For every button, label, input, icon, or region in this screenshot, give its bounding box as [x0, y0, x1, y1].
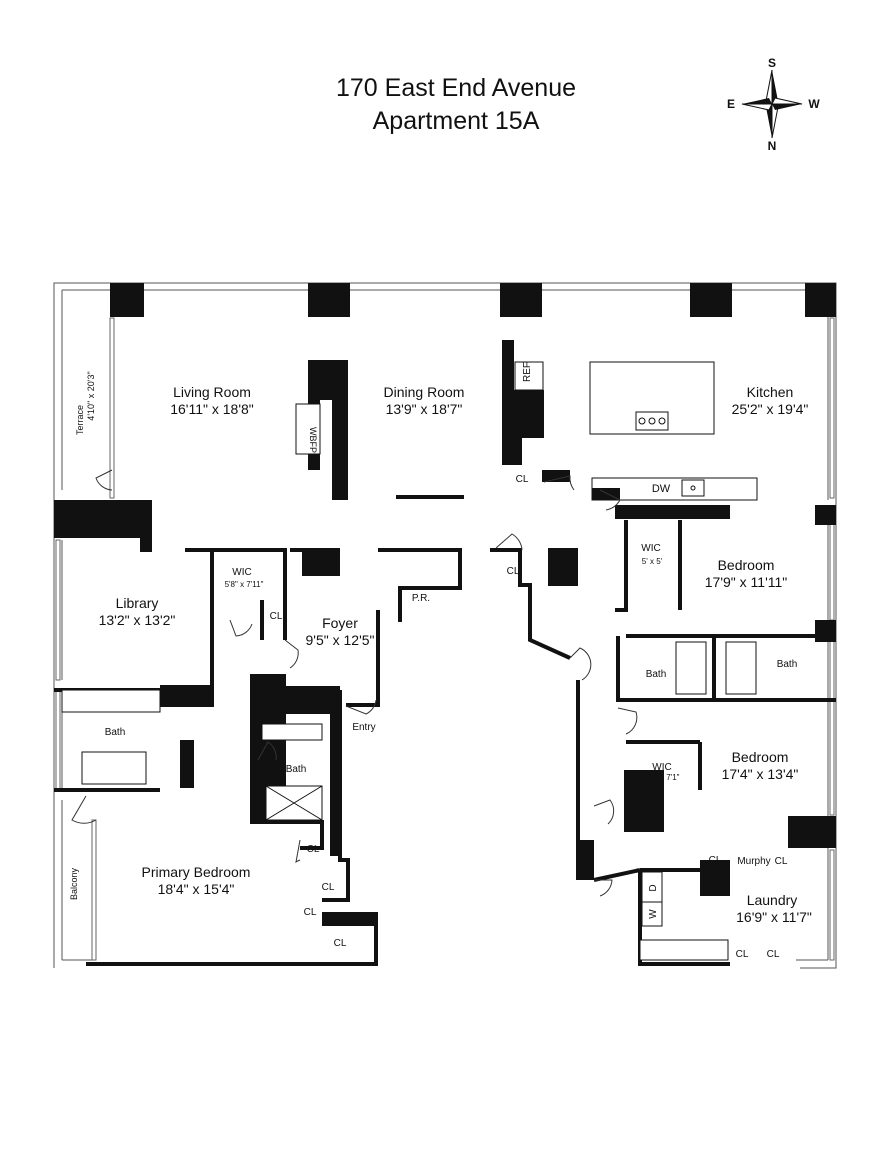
door-swings [71, 469, 638, 897]
kitchen-closet-label: CL [516, 474, 529, 485]
wic-3-label: WIC [652, 762, 671, 773]
wic-3-dimensions: 4'6" x 7'1" [645, 773, 680, 782]
dining-room-dimensions: 13'9" x 18'7" [386, 401, 463, 417]
primary-closet-4-label: CL [334, 938, 347, 949]
dishwasher-label: DW [652, 483, 671, 495]
bath-bedroom-2-label: Bath [777, 659, 798, 670]
wbfp-label: WBFP [308, 427, 318, 453]
laundry-label: Laundry [747, 892, 798, 908]
compass-e: E [727, 97, 735, 111]
primary-closet-1-label: CL [307, 844, 320, 855]
balcony-label: Balcony [69, 867, 79, 900]
terrace-dimensions: 4'10" x 20'3" [86, 371, 96, 420]
bedroom-2-label: Bedroom [732, 749, 789, 765]
primary-bath-label: Bath [105, 727, 126, 738]
laundry-closet-2-label: CL [767, 949, 780, 960]
wic-1-dimensions: 5'8" x 7'11" [225, 580, 264, 589]
wic-2-label: WIC [641, 543, 660, 554]
entry-label: Entry [352, 722, 375, 733]
foyer-closet-label: CL [507, 566, 520, 577]
laundry-dimensions: 16'9" x 11'7" [736, 909, 812, 925]
kitchen-dimensions: 25'2" x 19'4" [732, 401, 809, 417]
library-closet-label: CL [270, 611, 283, 622]
building-address: 170 East End Avenue [335, 74, 576, 102]
primary-closet-2-label: CL [322, 882, 335, 893]
bath-bedroom-1-label: Bath [646, 669, 667, 680]
dryer-label: D [648, 884, 659, 891]
murphy-closet-label: CL [775, 856, 788, 867]
library-label: Library [116, 595, 159, 611]
living-room-label: Living Room [173, 384, 251, 400]
primary-bedroom-dimensions: 18'4" x 15'4" [158, 881, 235, 897]
compass-w: W [808, 97, 820, 111]
foyer-dimensions: 9'5" x 12'5" [306, 632, 375, 648]
bedroom-2-dimensions: 17'4" x 13'4" [722, 766, 799, 782]
murphy-label: Murphy [737, 856, 770, 867]
ref-label: REF [522, 362, 533, 382]
dining-room-label: Dining Room [384, 384, 465, 400]
primary-closet-3-label: CL [304, 907, 317, 918]
wic-1-label: WIC [232, 567, 251, 578]
bedroom-1-label: Bedroom [718, 557, 775, 573]
washer-label: W [648, 909, 659, 919]
wic-2-dimensions: 5' x 5' [642, 557, 663, 566]
primary-bedroom-label: Primary Bedroom [142, 864, 251, 880]
laundry-closet-label: CL [709, 855, 722, 866]
apartment-number: Apartment 15A [372, 107, 540, 135]
powder-room-label: P.R. [412, 593, 430, 604]
ensuite-bath-label: Bath [286, 764, 307, 775]
laundry-closet-1-label: CL [736, 949, 749, 960]
bedroom-1-dimensions: 17'9" x 11'11" [705, 574, 788, 590]
structural-columns [54, 283, 836, 926]
library-dimensions: 13'2" x 13'2" [99, 612, 176, 628]
kitchen-label: Kitchen [747, 384, 794, 400]
compass-icon [741, 69, 803, 139]
compass-s: S [768, 56, 776, 70]
living-room-dimensions: 16'11" x 18'8" [170, 401, 254, 417]
foyer-label: Foyer [322, 615, 358, 631]
compass-n: N [768, 139, 777, 153]
terrace-label: Terrace [75, 405, 85, 435]
